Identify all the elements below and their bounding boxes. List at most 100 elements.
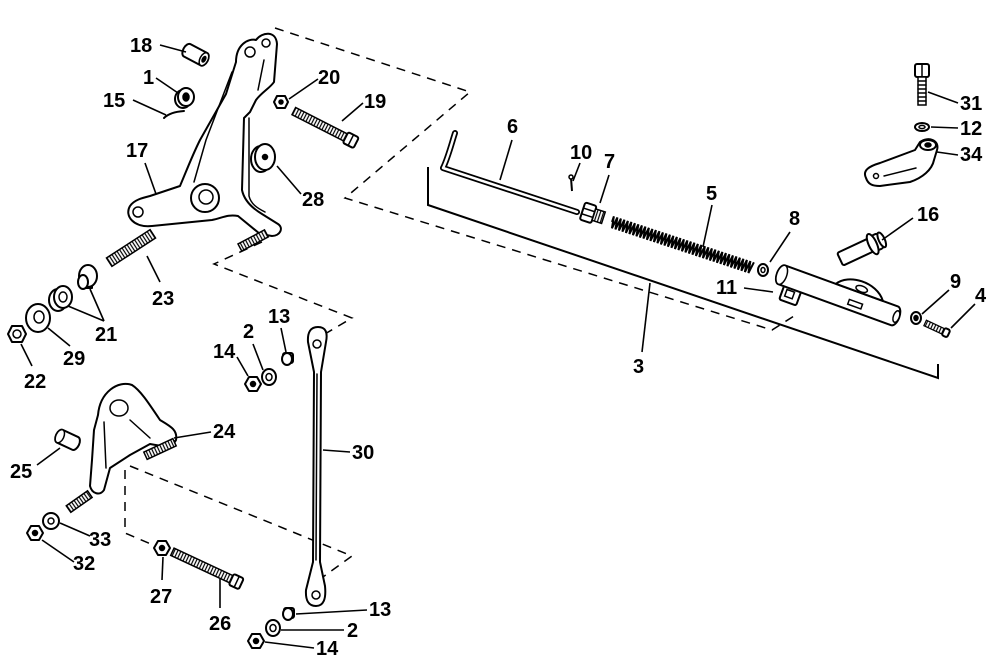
part-18-bushing — [181, 42, 210, 67]
bolt-thread — [169, 547, 235, 585]
washer-hole — [918, 124, 926, 130]
part-32-nut — [26, 525, 44, 541]
callout-20: 20 — [318, 67, 340, 89]
lever-edge-line — [883, 167, 917, 177]
callout-19: 19 — [364, 91, 386, 113]
leader-line — [295, 609, 368, 615]
fitting-hex-flat — [580, 213, 594, 219]
bolt-head-flat — [233, 575, 241, 588]
callout-22: 22 — [24, 371, 46, 393]
leader-line — [132, 99, 167, 116]
nut-hole — [12, 329, 22, 339]
bracket-plate-line — [248, 117, 266, 213]
callout-2-bottom: 2 — [347, 620, 358, 642]
stud-thread — [142, 437, 178, 461]
leader-line — [572, 162, 581, 182]
callout-25: 25 — [10, 461, 32, 483]
washer-hole — [261, 153, 269, 161]
part-2-washer-bottom — [265, 619, 281, 637]
fitting-hex-flat — [582, 207, 596, 213]
callout-9: 9 — [950, 271, 961, 293]
callout-7: 7 — [604, 151, 615, 173]
callout-14-bottom: 14 — [316, 638, 339, 659]
leader-line — [930, 126, 959, 129]
part-5-spring — [610, 215, 755, 274]
nut-hole — [278, 99, 284, 105]
leader-line — [921, 289, 950, 315]
callout-17: 17 — [126, 140, 148, 162]
callout-5: 5 — [706, 183, 717, 205]
washer-hole — [265, 372, 273, 382]
callout-27: 27 — [150, 586, 172, 608]
part-14-nut-top — [244, 376, 262, 392]
leader-line — [881, 217, 914, 241]
part-15-pin — [163, 110, 185, 119]
part-33-washer — [42, 512, 60, 530]
bracket-ear-hole — [261, 38, 271, 48]
housing-right-end — [892, 310, 901, 324]
part-13-bushing-bottom — [282, 607, 295, 621]
callout-30: 30 — [352, 442, 374, 464]
ring-hole — [760, 266, 766, 274]
callout-1: 1 — [143, 67, 154, 89]
callout-28: 28 — [302, 189, 324, 211]
callout-2-top: 2 — [243, 321, 254, 343]
callout-15: 15 — [103, 90, 125, 112]
callout-24: 24 — [213, 421, 236, 443]
assembly-dashed-line-upper — [274, 27, 795, 331]
leader-line — [252, 343, 264, 371]
leader-line — [47, 327, 71, 347]
bracket-outline — [127, 32, 282, 237]
leader-line — [264, 641, 315, 649]
part-13-bushing-top — [281, 352, 294, 366]
leader-line — [280, 327, 287, 353]
leader-line — [950, 303, 976, 329]
link-rod-edge — [315, 373, 318, 561]
part-25-bushing — [54, 428, 81, 451]
bushing-bore — [201, 55, 207, 63]
part-30-link-rod — [304, 326, 328, 607]
leader-line — [341, 102, 364, 122]
leader-line — [599, 174, 610, 204]
part-17-bracket — [127, 32, 282, 237]
lever-outline — [89, 382, 178, 495]
callout-12: 12 — [960, 118, 982, 140]
callout-23: 23 — [152, 288, 174, 310]
leader-line — [769, 231, 791, 263]
part-6-rod — [440, 130, 580, 215]
leader-line — [67, 305, 105, 322]
nut-hole — [158, 544, 166, 552]
bracket-stud-thread — [236, 228, 270, 253]
part-14-nut-bottom — [247, 633, 265, 649]
washer-hole — [269, 623, 277, 633]
lever-stud-lower — [65, 489, 94, 514]
lever-bore — [109, 399, 129, 417]
washer-hole — [33, 310, 45, 324]
part-23-stud — [105, 228, 157, 268]
part-1-washer — [174, 87, 195, 109]
washer-hole — [182, 92, 190, 102]
leader-line — [146, 255, 161, 283]
lever-end-hole — [872, 172, 880, 180]
screw-head — [941, 327, 951, 338]
bushing-tube-end — [77, 274, 89, 290]
leader-line — [89, 288, 105, 322]
leader-line — [173, 431, 212, 439]
bushing-end-face — [54, 428, 66, 444]
part-22-nut — [7, 325, 27, 343]
part-34-lever — [864, 138, 939, 187]
leader-line — [936, 151, 959, 156]
shaft-flange — [865, 232, 880, 256]
part-16-shaft — [836, 231, 888, 266]
rod-fill — [441, 131, 579, 214]
callout-34: 34 — [960, 144, 983, 166]
part-3-assembly-bracket-line — [427, 167, 939, 380]
housing-hanger-slot — [783, 288, 796, 300]
leader-line — [161, 556, 164, 581]
pin-body — [570, 177, 573, 192]
part-2-washer-top — [261, 368, 277, 386]
bracket-ear-line — [257, 59, 265, 91]
nut-hole — [249, 380, 257, 388]
leader-line — [236, 356, 249, 377]
lever-hub-hole — [924, 142, 932, 148]
